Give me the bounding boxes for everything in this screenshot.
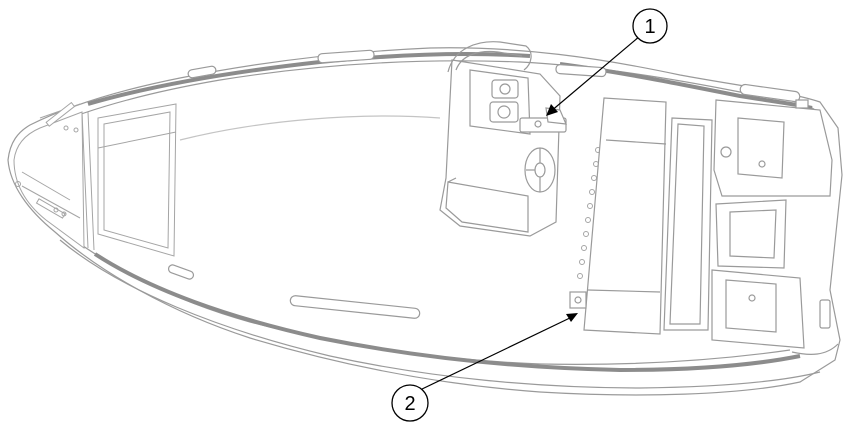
throttle-control [519,107,567,133]
bow-cleat-top [45,101,76,127]
locker-lid-upper [737,117,785,179]
callout-1-number: 1 [644,16,655,38]
fastener-row [577,147,601,279]
callout-1: 1 [546,8,668,116]
grab-handles [167,49,801,319]
callout-2-circle [391,384,429,422]
bow [13,101,95,251]
callout-2-number: 2 [404,393,415,415]
steering-wheel [524,147,556,193]
callout-2: 2 [391,313,578,422]
deck-line [179,115,441,141]
callout-1-arrowhead [546,104,558,116]
stern [711,99,839,355]
callout-2-leader [419,315,575,391]
hull-bottom-line [59,239,821,389]
motor-well [715,199,787,269]
forward-deck-hatch [97,103,177,257]
locker-lid-lower [725,279,777,333]
callout-2-arrowhead [566,313,578,322]
aft-bench [569,97,713,335]
bench-top [583,97,667,335]
gunwale-inner [39,60,816,131]
console-seat-box [445,181,529,233]
callout-1-leader [549,35,641,113]
callout-1-circle [632,8,668,44]
console [439,41,567,237]
console-grab-rail [447,41,532,73]
